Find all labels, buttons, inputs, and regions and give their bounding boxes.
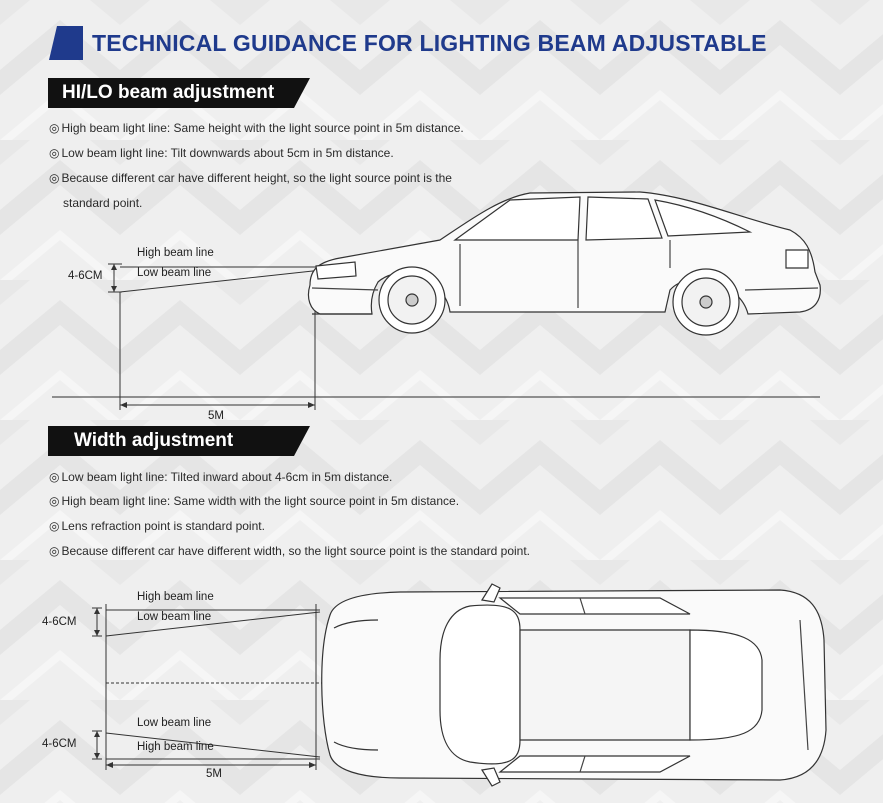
page-title: TECHNICAL GUIDANCE FOR LIGHTING BEAM ADJ… bbox=[92, 30, 767, 56]
section-heading-label: HI/LO beam adjustment bbox=[62, 82, 275, 103]
heading-banner-shape bbox=[48, 426, 310, 456]
bullet-circle-icon: ◎ bbox=[49, 171, 60, 185]
bottom-width-label: 4-6CM bbox=[42, 738, 77, 750]
car-top-illustration bbox=[321, 583, 827, 787]
top-high-beam-label: High beam line bbox=[137, 591, 214, 603]
section-heading-hilo: HI/LO beam adjustment bbox=[48, 78, 310, 108]
bullet-item: ◎Because different car have different wi… bbox=[49, 544, 530, 558]
bullet-circle-icon: ◎ bbox=[49, 544, 60, 558]
bullet-continuation: standard point. bbox=[63, 196, 143, 210]
top-width-label: 4-6CM bbox=[42, 616, 77, 628]
bullet-item: ◎Low beam light line: Tilt downwards abo… bbox=[49, 146, 394, 160]
height-label: 4-6CM bbox=[68, 270, 103, 282]
bullet-item: ◎Lens refraction point is standard point… bbox=[49, 519, 265, 533]
section-heading-label: Width adjustment bbox=[74, 430, 234, 451]
low-beam-label: Low beam line bbox=[137, 267, 212, 279]
bullet-item: ◎High beam light line: Same width with t… bbox=[49, 494, 460, 508]
bullet-item: ◎High beam light line: Same height with … bbox=[49, 121, 464, 135]
section-heading-width: Width adjustment bbox=[48, 426, 310, 456]
heading-banner-shape bbox=[48, 78, 310, 108]
top-low-beam-label: Low beam line bbox=[137, 611, 212, 623]
bullet-circle-icon: ◎ bbox=[49, 121, 60, 135]
bottom-low-beam-label: Low beam line bbox=[137, 717, 212, 729]
bullet-circle-icon: ◎ bbox=[49, 519, 60, 533]
distance-label: 5M bbox=[206, 768, 222, 780]
bullet-circle-icon: ◎ bbox=[49, 470, 60, 484]
bullet-item: ◎Because different car have different he… bbox=[49, 171, 452, 185]
title-accent-icon bbox=[49, 26, 83, 60]
bullet-circle-icon: ◎ bbox=[49, 494, 60, 508]
bottom-high-beam-label: High beam line bbox=[137, 741, 214, 753]
car-side-illustration bbox=[307, 191, 821, 336]
bullet-circle-icon: ◎ bbox=[49, 146, 60, 160]
high-beam-label: High beam line bbox=[137, 247, 214, 259]
distance-label: 5M bbox=[208, 410, 224, 422]
bullet-item: ◎Low beam light line: Tilted inward abou… bbox=[49, 470, 393, 484]
